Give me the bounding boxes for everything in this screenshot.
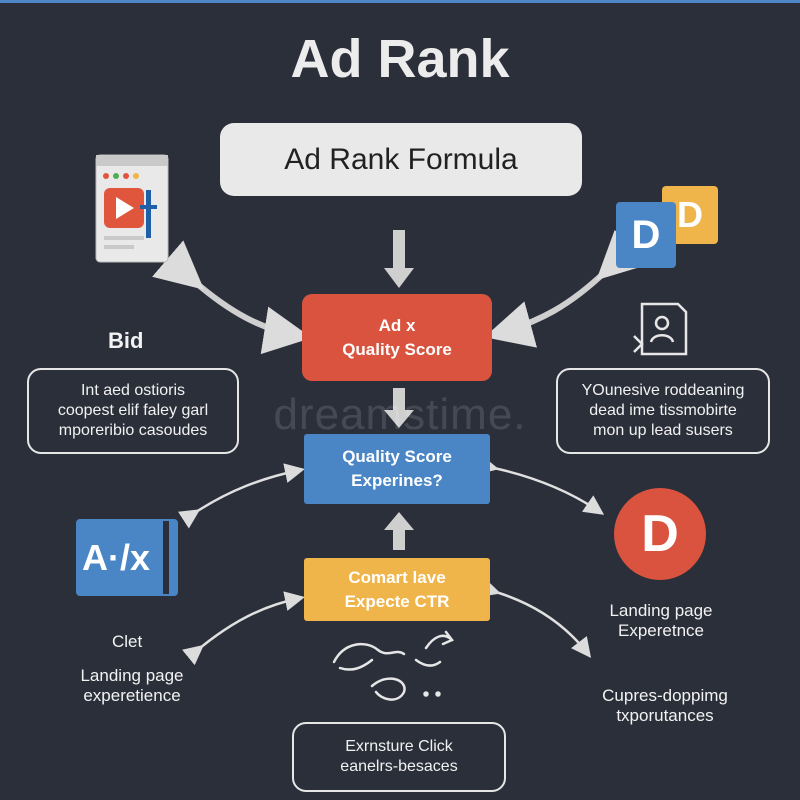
arrow-yellow-right [478,577,592,658]
arrow-right-to-red [484,229,648,348]
right-box-line-3: mon up lead susers [593,422,733,439]
badge-circle-icon: D [614,488,706,580]
arrow-yellow-left [182,591,305,666]
right-landing-page-label: Landing page Experetnce [586,601,736,641]
right-bottom-label: Cupres-doppimg txporutances [580,686,750,726]
node-blue-line-2: Experines? [351,471,443,490]
left-bottom-label-line-2: experetience [83,686,181,705]
bottom-box-line-2: eanelrs-besaces [340,758,458,775]
left-landing-page-label: Landing page experetience [52,666,212,706]
arrow-left-to-red [152,240,312,355]
left-box-line-1: Int aed ostioris [80,382,186,399]
left-box-line-2: coopest elif faley garl [57,402,209,419]
right-mid-label-line-1: Landing page [609,601,713,620]
bid-label: Bid [108,328,144,353]
handshake-icon [332,630,454,701]
formula-box: Ad Rank Formula [220,123,582,196]
arrow-formula-to-red [384,230,414,288]
arrow-yellow-to-blue [384,512,414,550]
watermark: dreamstime. [273,390,527,439]
badge-front-icon: D [616,202,676,268]
contact-card-icon [633,302,688,356]
left-clet-label: Clet [112,632,143,651]
bottom-box-line-1: Exrnsture Click [345,738,453,755]
node-blue-line-1: Quality Score [342,447,452,466]
right-bottom-label-line-1: Cupres-doppimg [602,686,728,705]
arrow-blue-left [177,463,305,529]
right-mid-label-line-2: Experetnce [618,621,704,640]
node-quality-score: Quality Score Experines? [304,434,490,504]
right-description-box: YOunesive roddeaning dead ime tissmobirt… [556,368,770,454]
left-description-box: Int aed ostioris coopest elif faley garl… [27,368,239,454]
bottom-description-box: Exrnsture Click eanelrs-besaces [292,722,506,792]
node-expected-ctr: Comart lave Expecte CTR [304,558,490,621]
arrow-red-to-blue [384,388,414,428]
right-bottom-label-line-2: txporutances [616,706,714,725]
node-yellow-line-2: Expecte CTR [344,591,450,611]
left-box-line-3: mporeribio casoudes [58,422,208,439]
node-yellow-line-1: Comart lave [348,567,446,587]
right-box-line-1: YOunesive roddeaning [581,382,745,399]
right-box-line-2: dead ime tissmobirte [589,402,737,419]
text-edit-icon-label: A·/x [82,537,151,578]
node-ad-quality-score: Ad x Quality Score [302,294,492,381]
top-accent-line [0,0,800,3]
arrow-blue-right [477,454,605,515]
node-red-line-1: Ad x [378,315,416,335]
page-title: Ad Rank [290,29,510,89]
text-edit-icon [76,519,178,596]
browser-video-icon [95,154,169,263]
node-red-line-2: Quality Score [342,339,452,359]
left-bottom-label-line-1: Landing page [80,666,184,685]
